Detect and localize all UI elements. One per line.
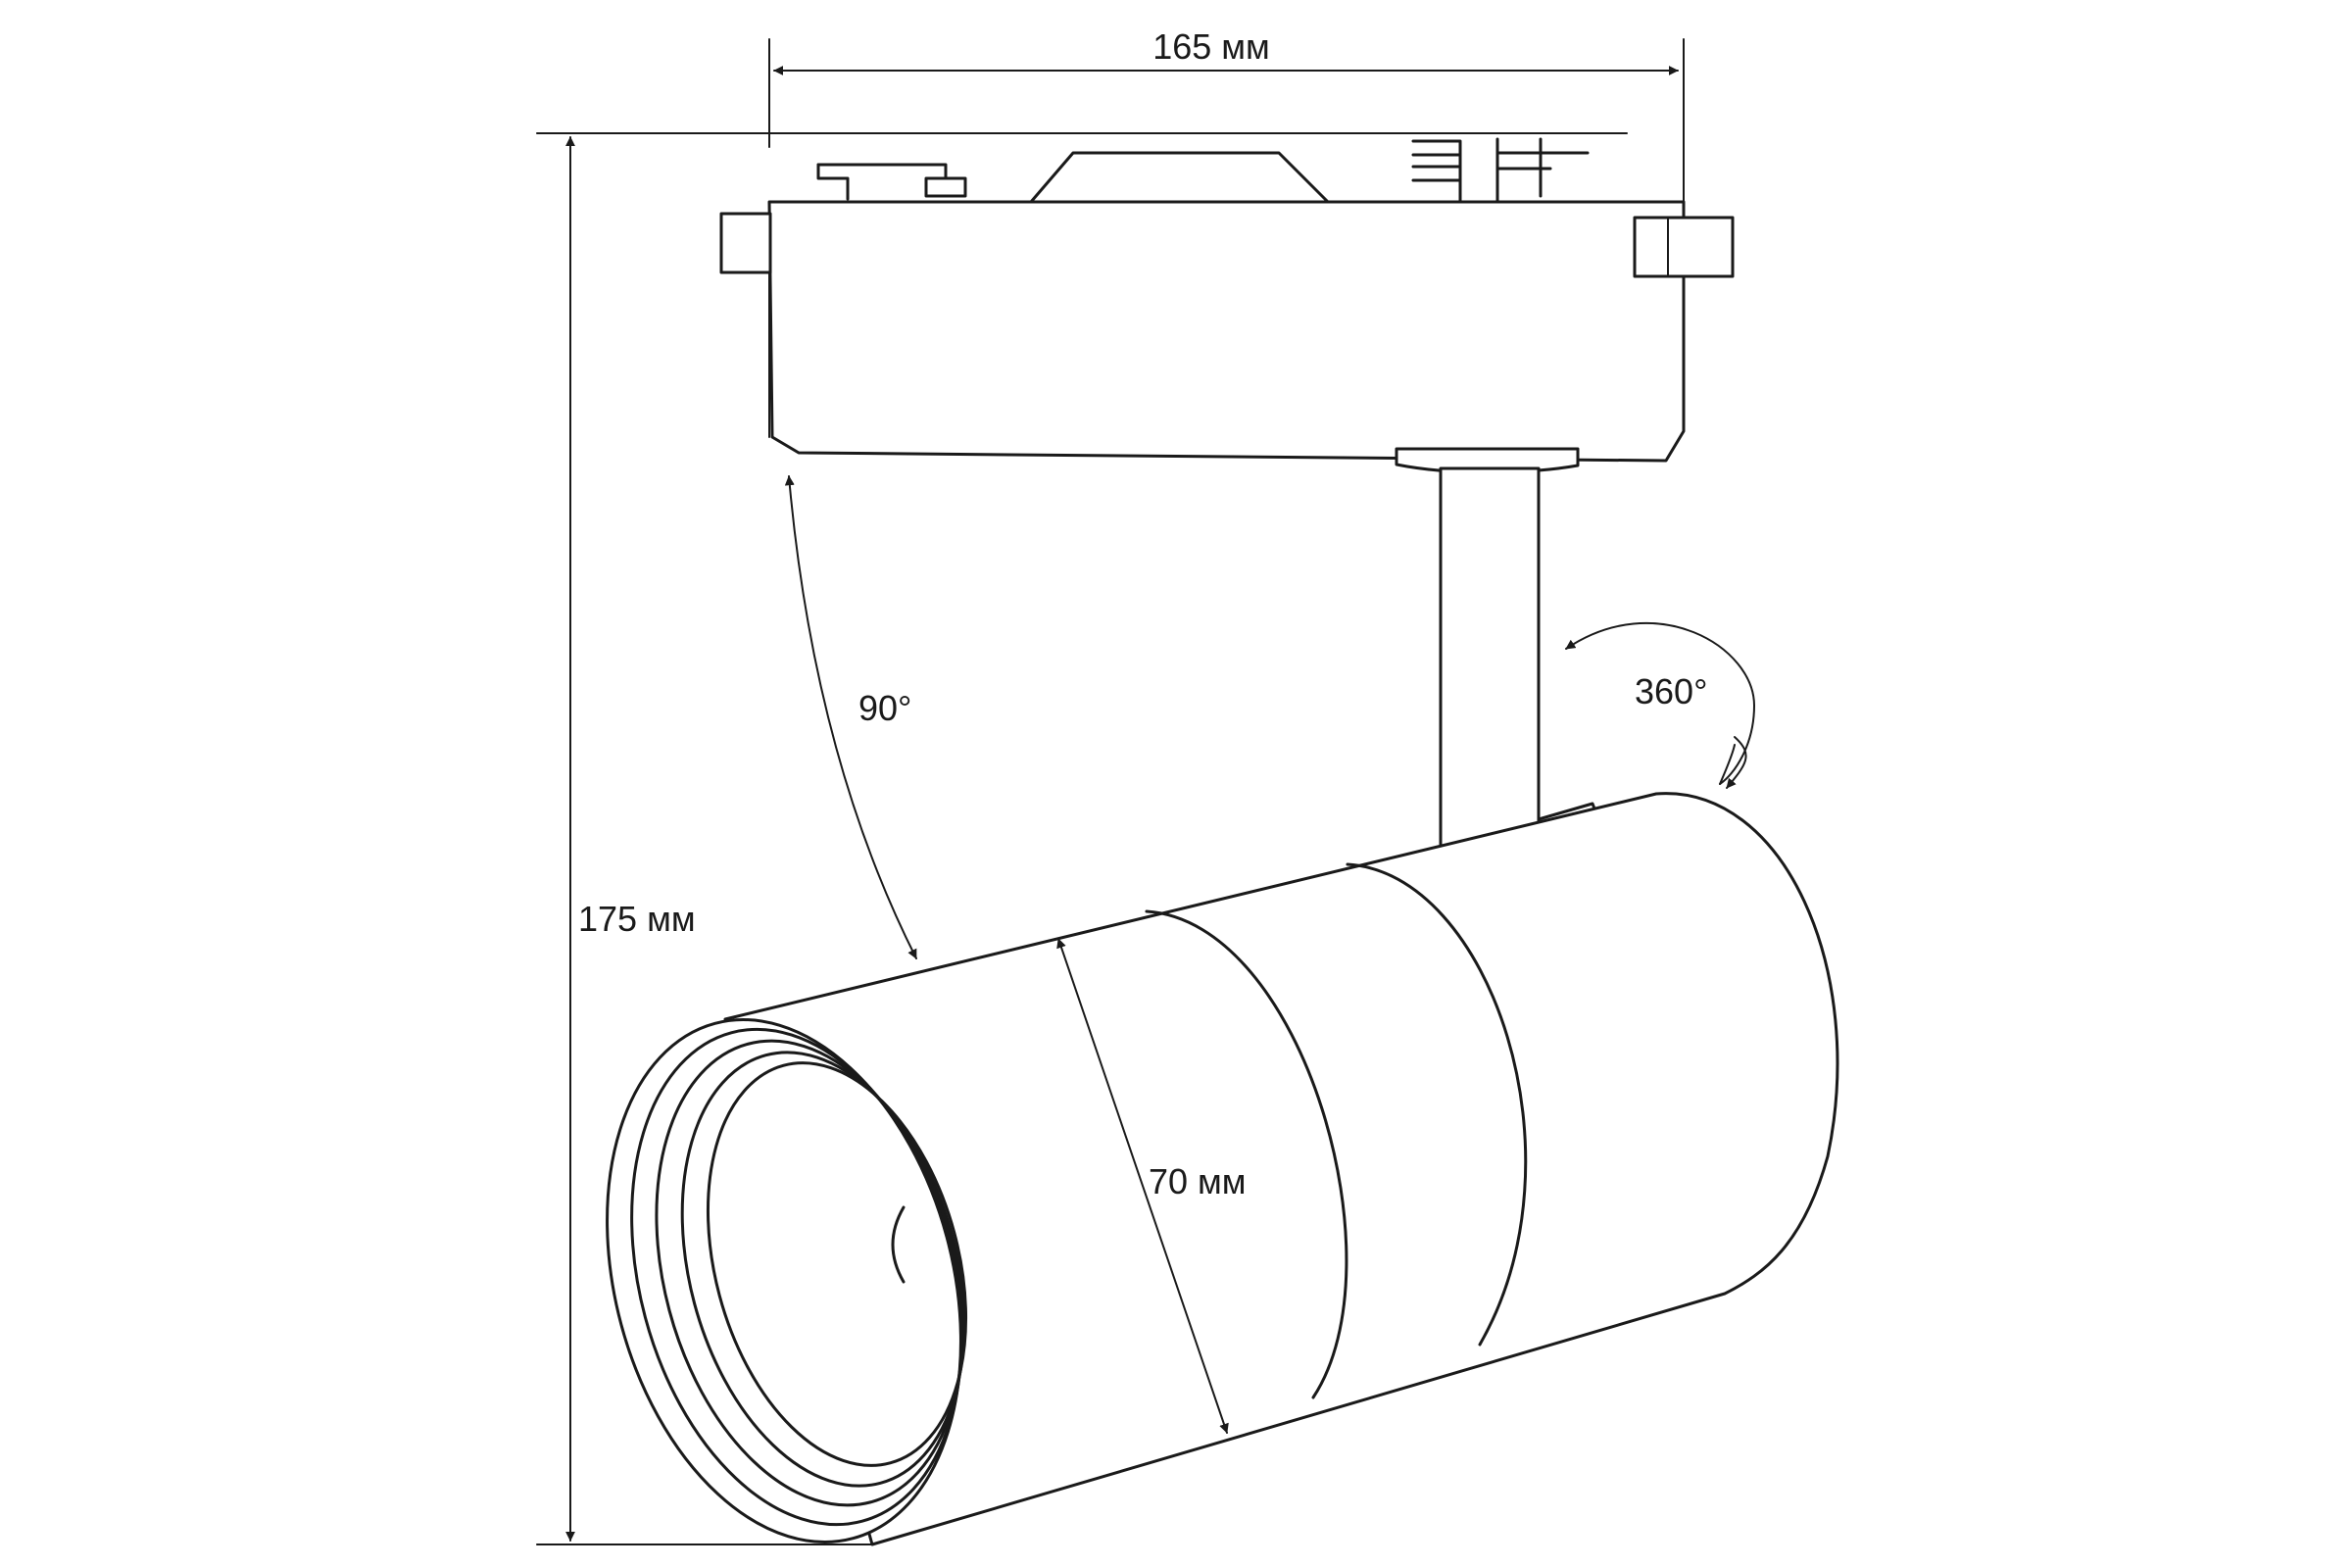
rotation-arc-top [1565,621,1756,785]
lamp-cylinder [723,792,1839,1546]
width-dimension: 165 мм [768,26,1685,324]
lamp-reflector [706,1061,968,1467]
lamp-band-seam-1 [1145,909,1348,1399]
adapter-knob-right [1633,216,1735,278]
adapter-contact-left-b [816,163,850,201]
rotation-label: 360° [1635,671,1707,711]
adapter-knob-left [719,212,772,274]
stem-arm [1439,466,1541,853]
tilt-arc [784,475,917,959]
tilt-label: 90° [858,688,911,728]
adapter-center-ridge [1029,151,1330,204]
diameter-label: 70 мм [1149,1161,1247,1201]
stem [1395,447,1601,853]
lamp-led-module [891,1205,906,1284]
rotation-indicator: 360° [1565,621,1756,789]
lamp-body [606,792,1839,1546]
diameter-dimension: 70 мм [1056,938,1247,1434]
lamp-band-seam-2 [1346,862,1528,1347]
tilt-indicator: 90° [784,475,917,959]
lamp-bezel-ring-1 [630,1027,963,1527]
lamp-bezel-ring-2 [655,1039,964,1507]
lamp-front-bezel [606,1018,962,1544]
width-label: 165 мм [1152,26,1270,67]
lamp-bezel-ring-3 [680,1051,966,1488]
height-dimension: 175 мм [536,132,1628,1545]
rotation-arc-join [1719,744,1736,785]
diameter-dimension-line [1056,938,1229,1434]
adapter-contact-right [1411,137,1590,204]
rotation-arc-end [1726,736,1747,789]
adapter-contact-left [816,163,967,198]
track-adapter [719,137,1735,463]
height-label: 175 мм [578,899,696,939]
adapter-body [767,200,1686,463]
